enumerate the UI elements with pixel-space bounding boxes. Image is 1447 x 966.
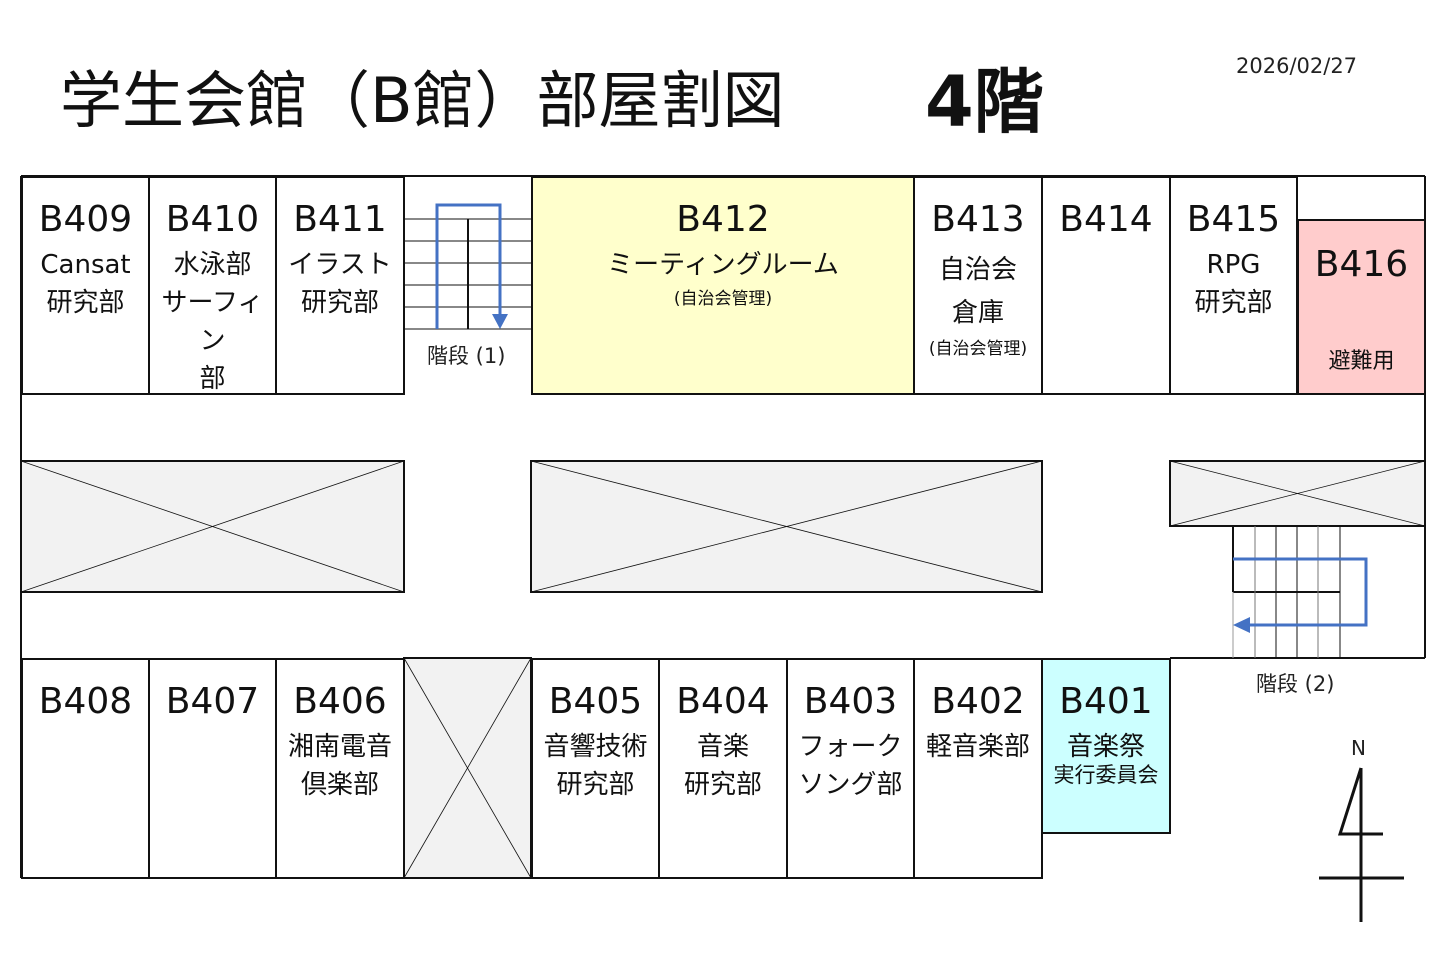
room-number: B406 [293,681,387,722]
stairs-2-label: 階段 (2) [1256,672,1335,696]
room-name: 研究部 [300,288,379,318]
room-name: 研究部 [1194,288,1273,318]
room-number: B407 [165,681,260,722]
room-name: 研究部 [556,770,635,800]
room-number: B404 [676,681,770,722]
stairs-2 [1232,526,1368,658]
compass-icon [1319,767,1404,922]
room-name: ソング部 [798,770,903,800]
room-number: B405 [548,681,643,722]
room-name: 倉庫 [951,298,1004,328]
floor-label: 4階 [925,61,1044,143]
room-b405[interactable]: B405 音響技術 研究部 [531,658,660,879]
room-name: ミーティングルーム [607,250,839,280]
room-b412[interactable]: B412 ミーティングルーム (自治会管理) [531,176,915,395]
room-b410[interactable]: B410 水泳部 サーフィン 部 [148,176,277,395]
room-note: (自治会管理) [928,339,1028,359]
room-name: 音楽 [696,732,749,762]
room-b407[interactable]: B407 [148,658,277,879]
room-name: 音楽祭 [1066,732,1145,762]
room-number: B402 [931,681,1025,722]
room-name: 倶楽部 [300,770,379,800]
room-name: 部 [199,364,226,394]
room-b414[interactable]: B414 [1041,176,1171,395]
room-name: イラスト [288,250,392,280]
room-b401[interactable]: B401 音楽祭 実行委員会 [1041,658,1171,834]
room-b415[interactable]: B415 RPG 研究部 [1169,176,1298,395]
date: 2026/02/27 [1236,54,1358,78]
room-b402[interactable]: B402 軽音楽部 [913,658,1043,879]
room-name: 実行委員会 [1053,763,1159,787]
room-name: 研究部 [683,770,762,800]
room-b411[interactable]: B411 イラスト 研究部 [275,176,405,395]
page-title: 学生会館（B館）部屋割図 [60,64,785,137]
room-note: (自治会管理) [673,289,773,309]
room-note: 避難用 [1328,349,1395,374]
room-name: 研究部 [46,288,125,318]
stairs-1 [404,203,531,330]
room-number: B401 [1059,681,1153,722]
room-number: B416 [1314,244,1409,285]
room-name: RPG [1206,250,1261,280]
room-number: B411 [293,199,387,240]
blocked-areas [20,460,1426,879]
room-number: B408 [38,681,133,722]
room-name: 軽音楽部 [925,732,1030,762]
room-number: B412 [676,199,770,240]
room-number: B415 [1186,199,1281,240]
room-name: 自治会 [938,255,1017,285]
room-name: サーフィン [161,288,264,356]
room-number: B413 [931,199,1025,240]
room-b409[interactable]: B409 Cansat 研究部 [21,176,150,395]
room-name: Cansat [40,250,131,280]
room-number: B409 [38,199,133,240]
room-number: B414 [1059,199,1153,240]
room-name: フォーク [798,732,903,762]
room-b403[interactable]: B403 フォーク ソング部 [786,658,915,879]
stairs-1-label: 階段 (1) [427,344,506,368]
room-name: 水泳部 [173,250,252,280]
room-b408[interactable]: B408 [21,658,150,879]
room-b416[interactable]: B416 避難用 [1297,219,1426,395]
room-name: 音響技術 [543,732,648,762]
room-b406[interactable]: B406 湘南電音 倶楽部 [275,658,405,879]
compass-north-label: N [1351,736,1366,760]
room-number: B410 [165,199,260,240]
room-name: 湘南電音 [287,732,392,762]
room-number: B403 [803,681,898,722]
room-b404[interactable]: B404 音楽 研究部 [658,658,788,879]
room-b413[interactable]: B413 自治会 倉庫 (自治会管理) [913,176,1043,395]
